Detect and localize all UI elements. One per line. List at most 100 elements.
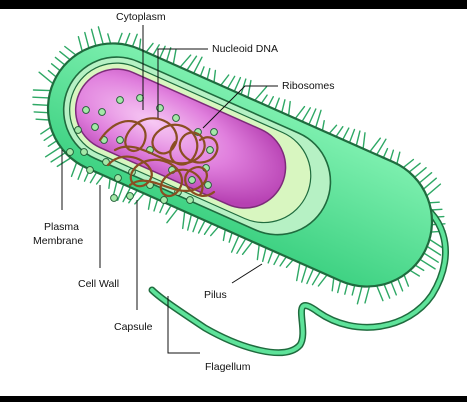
pilus-strand <box>165 204 172 215</box>
pilus-strand <box>262 246 267 262</box>
pilus-strand <box>108 177 111 190</box>
pilus-strand <box>203 222 213 236</box>
pilus-strand <box>95 174 105 185</box>
ribosome-dot <box>188 176 196 184</box>
pilus-strand <box>213 69 217 84</box>
pilus-strand <box>301 265 308 283</box>
ribosome-dot <box>82 106 90 114</box>
pilus-strand <box>186 213 193 231</box>
pilus-strand <box>152 44 160 56</box>
pilus-strand <box>38 71 54 85</box>
pilus-strand <box>241 240 254 256</box>
pilus-strand <box>209 225 220 237</box>
pilus-strand <box>233 76 242 93</box>
pilus-strand <box>267 95 274 108</box>
leader-lines <box>61 25 278 354</box>
ribosome-dot <box>74 126 82 134</box>
pilus-strand <box>165 47 172 62</box>
ribosome-dot <box>98 108 106 116</box>
pilus-strand <box>408 162 421 173</box>
pilus-strand <box>287 100 291 117</box>
pilus-strand <box>159 201 166 214</box>
pilus-strand <box>376 285 384 302</box>
pilus-strand <box>172 48 177 65</box>
ribosome-dot <box>114 174 122 182</box>
ribosome-dot <box>160 196 168 204</box>
pilus-strand <box>315 109 322 129</box>
pilus-strand <box>97 26 104 45</box>
pilus-strand <box>306 268 315 285</box>
ribosome-dot <box>172 114 180 122</box>
pilus-strand <box>116 183 125 202</box>
pilus-strand <box>260 94 268 105</box>
pilus-strand <box>428 201 440 204</box>
pilus-strand <box>281 99 286 114</box>
pilus-strand <box>199 66 205 77</box>
ribosomes <box>66 94 218 204</box>
pilus-strand <box>362 132 366 150</box>
pilus-strand <box>124 32 131 46</box>
pilus-strand <box>409 269 420 277</box>
label-cytoplasm: Cytoplasm <box>116 11 166 23</box>
pilus-strand <box>351 284 356 296</box>
ribosome-dot <box>80 148 88 156</box>
pilus-strand <box>426 245 442 256</box>
ribosome-dot <box>210 128 218 136</box>
pilus-strand <box>236 237 247 255</box>
pilus-strand <box>54 56 66 66</box>
ribosome-dot <box>116 136 124 144</box>
pilus-strand <box>84 31 90 49</box>
pilus-strand <box>131 33 138 48</box>
pilus-strand <box>390 281 397 296</box>
top-frame-bar <box>0 0 467 9</box>
pilus-strand <box>59 50 71 61</box>
pilus-strand <box>33 111 49 114</box>
label-ribosomes: Ribosomes <box>282 80 335 92</box>
ribosome-dot <box>116 96 124 104</box>
pilus-strand <box>89 171 98 184</box>
pilus-strand <box>256 243 260 261</box>
ribosome-dot <box>86 166 94 174</box>
pilus-strand <box>389 149 395 162</box>
label-nucleoid-dna: Nucleoid DNA <box>212 43 278 55</box>
pilus-strand <box>335 125 344 138</box>
ribosome-dot <box>66 148 74 156</box>
pilus-strand <box>331 277 335 292</box>
pilus-strand <box>274 97 280 111</box>
pilus-strand <box>396 151 401 165</box>
pilus-strand <box>321 119 325 132</box>
ribosome-dot <box>204 181 212 189</box>
pilus-strand <box>342 127 350 141</box>
label-plasma-line1: Plasma <box>44 221 79 233</box>
label-capsule: Capsule <box>114 321 153 333</box>
pilus-strand <box>107 33 112 45</box>
pilus-strand <box>226 75 236 90</box>
pilus-strand <box>337 280 342 294</box>
pilus-strand <box>403 274 410 287</box>
pilus-strand <box>356 285 363 305</box>
pilus-strand <box>228 231 233 243</box>
pilus-strand <box>422 177 437 190</box>
pilus-strand <box>43 133 54 142</box>
pilus-strand <box>294 105 306 120</box>
pilus-strand <box>35 118 50 121</box>
pilus-strand <box>364 285 371 304</box>
pilus-strand <box>192 56 203 74</box>
label-pilus: Pilus <box>204 289 227 301</box>
pilus-strand <box>186 55 198 71</box>
pilus-strand <box>382 147 389 159</box>
pilus-strand <box>134 192 145 205</box>
pilus-strand <box>64 45 77 56</box>
pilus-strand <box>77 36 83 52</box>
pilus-strand <box>159 45 166 59</box>
pilus-strand <box>402 158 415 169</box>
pilus-strand <box>376 138 387 156</box>
ribosome-dot <box>186 196 194 204</box>
pilus-strand <box>311 271 321 286</box>
pilus-strand <box>414 264 425 272</box>
label-flagellum: Flagellum <box>205 361 251 373</box>
pilus-strand <box>369 137 381 153</box>
pilus-strand <box>240 78 247 96</box>
